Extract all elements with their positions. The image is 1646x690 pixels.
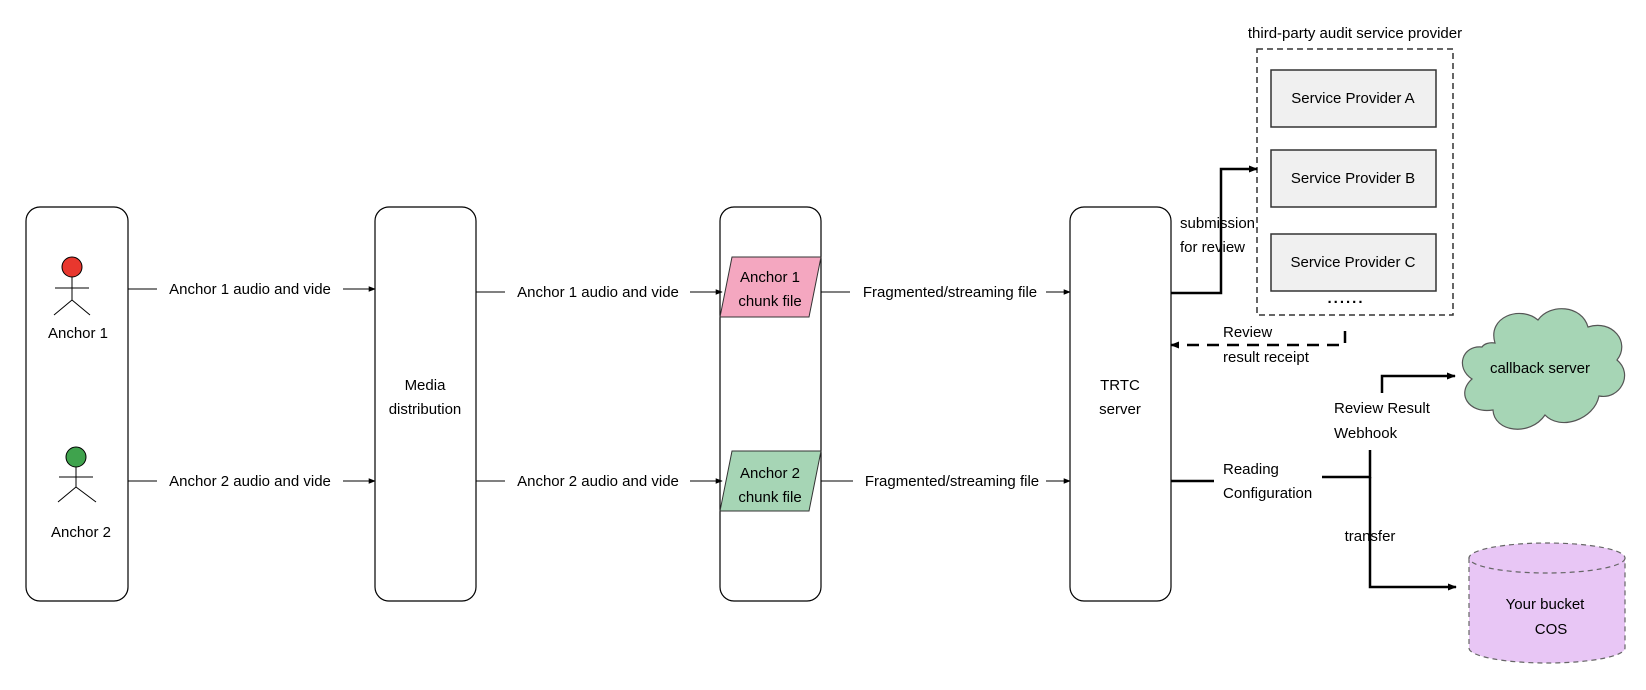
receipt-label-line1: Review	[1223, 324, 1272, 341]
more-providers-ellipsis: ......	[1327, 290, 1364, 307]
anchor-2-to-media-label: Anchor 2 audio and vide	[169, 473, 331, 490]
submission-arrow	[1171, 165, 1258, 295]
anchor-2-label: Anchor 2	[51, 524, 111, 541]
anchor-2-chunk-file-shape	[719, 450, 822, 512]
anchor-1-actor-icon	[53, 256, 91, 316]
trtc-server-line2: server	[1099, 401, 1141, 418]
service-provider-b-label: Service Provider B	[1291, 170, 1415, 187]
reading-configuration-line2: Configuration	[1223, 485, 1312, 502]
webhook-arrow	[1380, 372, 1456, 393]
bucket-label-line1: Your bucket	[1506, 596, 1586, 613]
media-distribution-line2: distribution	[389, 401, 462, 418]
anchor-2-head	[65, 446, 87, 468]
service-provider-a-box	[1270, 69, 1437, 128]
junction-line	[1322, 450, 1372, 479]
reading-configuration-line1: Reading	[1223, 461, 1279, 478]
receipt-arrow	[1170, 331, 1347, 349]
trtc-server-line1: TRTC	[1100, 377, 1140, 394]
audit-group-box	[1256, 48, 1454, 316]
anchor-1-chunk-file-shape	[719, 256, 822, 318]
transfer-arrow	[1368, 477, 1457, 591]
anchor-1-chunk-file-line2: chunk file	[738, 293, 801, 310]
chunk-2-to-trtc-label: Fragmented/streaming file	[865, 473, 1039, 490]
webhook-label-line1: Review Result	[1334, 400, 1431, 417]
submission-label-line1: submission	[1180, 215, 1255, 232]
anchor-1-label: Anchor 1	[48, 325, 108, 342]
anchor-2-actor-icon	[57, 446, 97, 503]
trtc-server-node	[1069, 206, 1172, 602]
bucket-label-line2: COS	[1535, 621, 1568, 638]
webhook-label-line2: Webhook	[1334, 425, 1398, 442]
audit-group-title: third-party audit service provider	[1248, 25, 1462, 42]
anchor-1-to-media-label: Anchor 1 audio and vide	[169, 281, 331, 298]
service-provider-c-box	[1270, 233, 1437, 292]
media-to-chunk-2-label: Anchor 2 audio and vide	[517, 473, 679, 490]
anchor-2-chunk-file-line2: chunk file	[738, 489, 801, 506]
service-provider-c-label: Service Provider C	[1290, 254, 1415, 271]
media-distribution-node	[374, 206, 477, 602]
bucket-cylinder-top	[1468, 542, 1626, 574]
bucket-cylinder-body	[1468, 557, 1626, 664]
transfer-label: transfer	[1345, 528, 1396, 545]
receipt-label-line2: result receipt	[1223, 349, 1310, 366]
anchor-lane	[25, 206, 129, 602]
anchor-2-chunk-file-line1: Anchor 2	[740, 465, 800, 482]
callback-server-label: callback server	[1490, 360, 1590, 377]
anchor-1-head	[61, 256, 83, 278]
chunk-1-to-trtc-label: Fragmented/streaming file	[863, 284, 1037, 301]
media-to-chunk-1-label: Anchor 1 audio and vide	[517, 284, 679, 301]
media-distribution-line1: Media	[405, 377, 447, 394]
anchor-1-chunk-file-line1: Anchor 1	[740, 269, 800, 286]
callback-server-cloud	[1461, 308, 1626, 430]
service-provider-b-box	[1270, 149, 1437, 208]
submission-label-line2: for review	[1180, 239, 1245, 256]
service-provider-a-label: Service Provider A	[1291, 90, 1414, 107]
